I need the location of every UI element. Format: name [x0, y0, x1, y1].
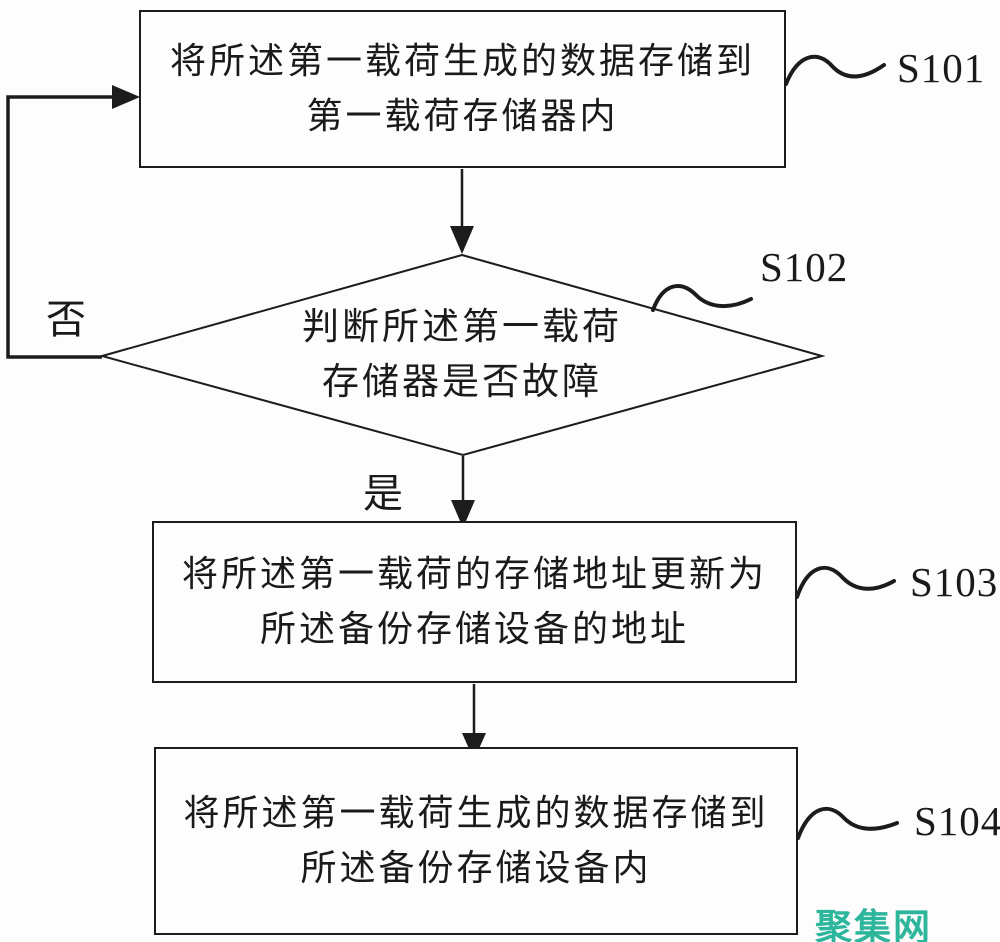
no-branch-arrowhead-icon	[112, 85, 140, 109]
step-s103-text-line1: 将所述第一载荷的存储地址更新为	[181, 554, 767, 594]
squiggle-s104-icon	[796, 806, 899, 840]
arrow-s102-s103-head-icon	[451, 500, 475, 528]
squiggle-s103-icon	[795, 565, 896, 599]
step-label-s102: S102	[760, 244, 849, 290]
step-s103-text-line2: 所述备份存储设备的地址	[259, 609, 689, 649]
watermark: 聚集网	[815, 907, 932, 942]
step-label-s104: S104	[914, 798, 1000, 844]
decision-diamond-s102	[98, 253, 826, 457]
step-box-s104: 将所述第一载荷生成的数据存储到 所述备份存储设备内	[154, 747, 798, 935]
no-branch-line	[6, 95, 112, 359]
step-label-s101: S101	[897, 45, 986, 91]
step-s104-text-line2: 所述备份存储设备内	[300, 848, 652, 888]
step-s101-text-line2: 第一载荷存储器内	[306, 96, 619, 136]
step-s101-text-line1: 将所述第一载荷生成的数据存储到	[169, 41, 755, 81]
step-s104-text-line1: 将所述第一载荷生成的数据存储到	[183, 793, 769, 833]
no-branch-label: 否	[46, 297, 86, 342]
squiggle-s101-icon	[784, 54, 886, 86]
step-box-s103: 将所述第一载荷的存储地址更新为 所述备份存储设备的地址	[152, 521, 797, 683]
yes-branch-label: 是	[363, 471, 403, 516]
step-box-s101: 将所述第一载荷生成的数据存储到 第一载荷存储器内	[139, 10, 786, 168]
arrow-s103-s104-head-icon	[462, 733, 486, 760]
squiggle-s102-icon	[651, 284, 753, 312]
step-label-s103: S103	[910, 559, 999, 605]
arrow-s101-s102-head-icon	[450, 226, 474, 254]
